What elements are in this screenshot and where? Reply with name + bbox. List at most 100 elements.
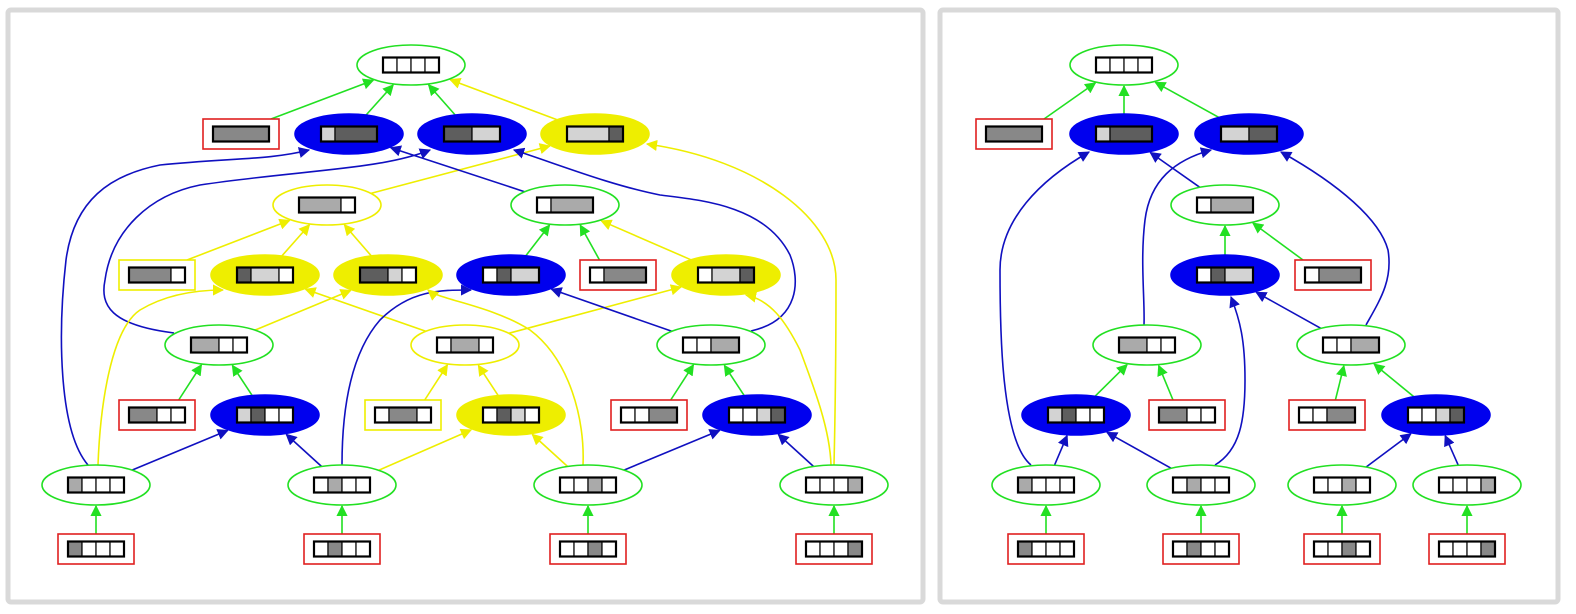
- node-left-graph-r5d[interactable]: [456, 394, 566, 436]
- node-left-graph-r7a[interactable]: [57, 533, 135, 565]
- bar-outline: [189, 336, 249, 354]
- bar-segment-w: [1355, 476, 1371, 494]
- state-bar: [442, 125, 502, 143]
- bar-segment-w: [341, 540, 357, 558]
- node-right-graph-r6b[interactable]: [1146, 464, 1256, 506]
- node-right-graph-r5c[interactable]: [1288, 399, 1366, 431]
- bar-segment-w: [278, 266, 294, 284]
- node-left-graph-r1c[interactable]: [417, 113, 527, 155]
- node-left-graph-r7d[interactable]: [795, 533, 873, 565]
- bar-segment-w: [524, 406, 540, 424]
- edge-left-graph-r6d-to-r5f: [777, 433, 815, 468]
- node-right-graph-r7d[interactable]: [1428, 533, 1506, 565]
- node-left-graph-r6a[interactable]: [41, 464, 151, 506]
- edge-left-graph-r4a-to-r1c: [103, 148, 432, 334]
- node-left-graph-r4b[interactable]: [410, 324, 520, 366]
- node-right-graph-r7a[interactable]: [1007, 533, 1085, 565]
- node-left-graph-r5c[interactable]: [364, 399, 442, 431]
- node-right-graph-r1b[interactable]: [1069, 113, 1179, 155]
- bar-segment-l: [387, 266, 403, 284]
- bar-segment-w: [1200, 476, 1216, 494]
- bar-segment-w: [232, 336, 248, 354]
- node-right-graph-r7c[interactable]: [1303, 533, 1381, 565]
- node-left-graph-r4c[interactable]: [656, 324, 766, 366]
- node-left-graph-r2a[interactable]: [272, 184, 382, 226]
- bar-outline: [481, 406, 541, 424]
- node-left-graph-r3a[interactable]: [118, 259, 196, 291]
- node-right-graph-r5d[interactable]: [1381, 394, 1491, 436]
- bar-segment-l: [510, 266, 540, 284]
- bar-segment-w: [410, 56, 426, 74]
- bar-segment-w: [81, 540, 97, 558]
- node-right-graph-r6a[interactable]: [991, 464, 1101, 506]
- state-bar: [804, 476, 864, 494]
- node-left-graph-r6d[interactable]: [779, 464, 889, 506]
- bar-segment-g: [1186, 540, 1202, 558]
- node-left-graph-r1a[interactable]: [202, 118, 280, 150]
- left-panel-frame: [5, 7, 926, 605]
- node-left-graph-r3c[interactable]: [333, 254, 443, 296]
- bar-segment-w: [1075, 406, 1091, 424]
- bar-segment-w: [478, 336, 494, 354]
- edge-left-graph-r3e-to-r2b: [579, 224, 601, 261]
- node-left-graph-r3b[interactable]: [210, 254, 320, 296]
- node-right-graph-r7b[interactable]: [1162, 533, 1240, 565]
- bar-segment-m: [1210, 196, 1254, 214]
- edge-left-graph-r6c-to-r3c: [427, 289, 584, 466]
- node-right-graph-r4b[interactable]: [1296, 324, 1406, 366]
- node-right-graph-r4a[interactable]: [1092, 324, 1202, 366]
- edge-left-graph-r3f-to-r2b: [600, 219, 692, 261]
- state-bar: [1195, 196, 1255, 214]
- node-right-graph-r5b[interactable]: [1148, 399, 1226, 431]
- bar-segment-m: [327, 476, 343, 494]
- node-left-graph-r1d[interactable]: [540, 113, 650, 155]
- node-right-graph-r2a[interactable]: [1170, 184, 1280, 226]
- node-right-graph-r6c[interactable]: [1287, 464, 1397, 506]
- bar-segment-g: [327, 540, 343, 558]
- bar-segment-w: [696, 336, 712, 354]
- bar-segment-w: [742, 406, 758, 424]
- node-right-graph-r3b[interactable]: [1294, 259, 1372, 291]
- node-left-graph-r5a[interactable]: [118, 399, 196, 431]
- bar-outline: [696, 266, 756, 284]
- node-left-graph-r1b[interactable]: [294, 113, 404, 155]
- bar-segment-w: [1137, 56, 1153, 74]
- node-left-graph-r6b[interactable]: [287, 464, 397, 506]
- node-left-graph-r6c[interactable]: [533, 464, 643, 506]
- node-left-graph-top[interactable]: [356, 44, 466, 86]
- node-right-graph-r1a[interactable]: [975, 118, 1053, 150]
- bar-segment-g: [587, 540, 603, 558]
- node-left-graph-r3d[interactable]: [456, 254, 566, 296]
- state-bar: [1312, 540, 1372, 558]
- state-bar: [235, 406, 295, 424]
- edge-right-graph-r6d-to-r5d: [1444, 434, 1460, 466]
- node-left-graph-r3f[interactable]: [671, 254, 781, 296]
- bar-outline: [1171, 476, 1231, 494]
- node-right-graph-r3a[interactable]: [1170, 254, 1280, 296]
- node-left-graph-r2b[interactable]: [510, 184, 620, 226]
- bar-outline: [235, 266, 295, 284]
- bar-outline: [1297, 406, 1357, 424]
- node-left-graph-r5b[interactable]: [210, 394, 320, 436]
- node-left-graph-r7b[interactable]: [303, 533, 381, 565]
- node-left-graph-r3e[interactable]: [579, 259, 657, 291]
- node-left-graph-r4a[interactable]: [164, 324, 274, 366]
- node-right-graph-r1c[interactable]: [1194, 113, 1304, 155]
- bar-segment-w: [278, 406, 294, 424]
- node-right-graph-r5a[interactable]: [1021, 394, 1131, 436]
- edge-left-graph-r1b-to-top: [365, 84, 394, 116]
- bar-segment-w: [1196, 266, 1212, 284]
- node-right-graph-top[interactable]: [1069, 44, 1179, 86]
- bar-segment-w: [1160, 336, 1176, 354]
- node-left-graph-r5e[interactable]: [610, 399, 688, 431]
- edge-right-graph-r4b-to-r1c: [1280, 151, 1390, 326]
- node-left-graph-r7c[interactable]: [549, 533, 627, 565]
- bar-outline: [1312, 476, 1372, 494]
- edge-left-graph-r6b-to-r5d: [376, 428, 473, 472]
- bar-segment-w: [1327, 540, 1343, 558]
- state-bar: [481, 266, 541, 284]
- bar-segment-d: [496, 266, 512, 284]
- node-left-graph-r5f[interactable]: [702, 394, 812, 436]
- node-right-graph-r6d[interactable]: [1412, 464, 1522, 506]
